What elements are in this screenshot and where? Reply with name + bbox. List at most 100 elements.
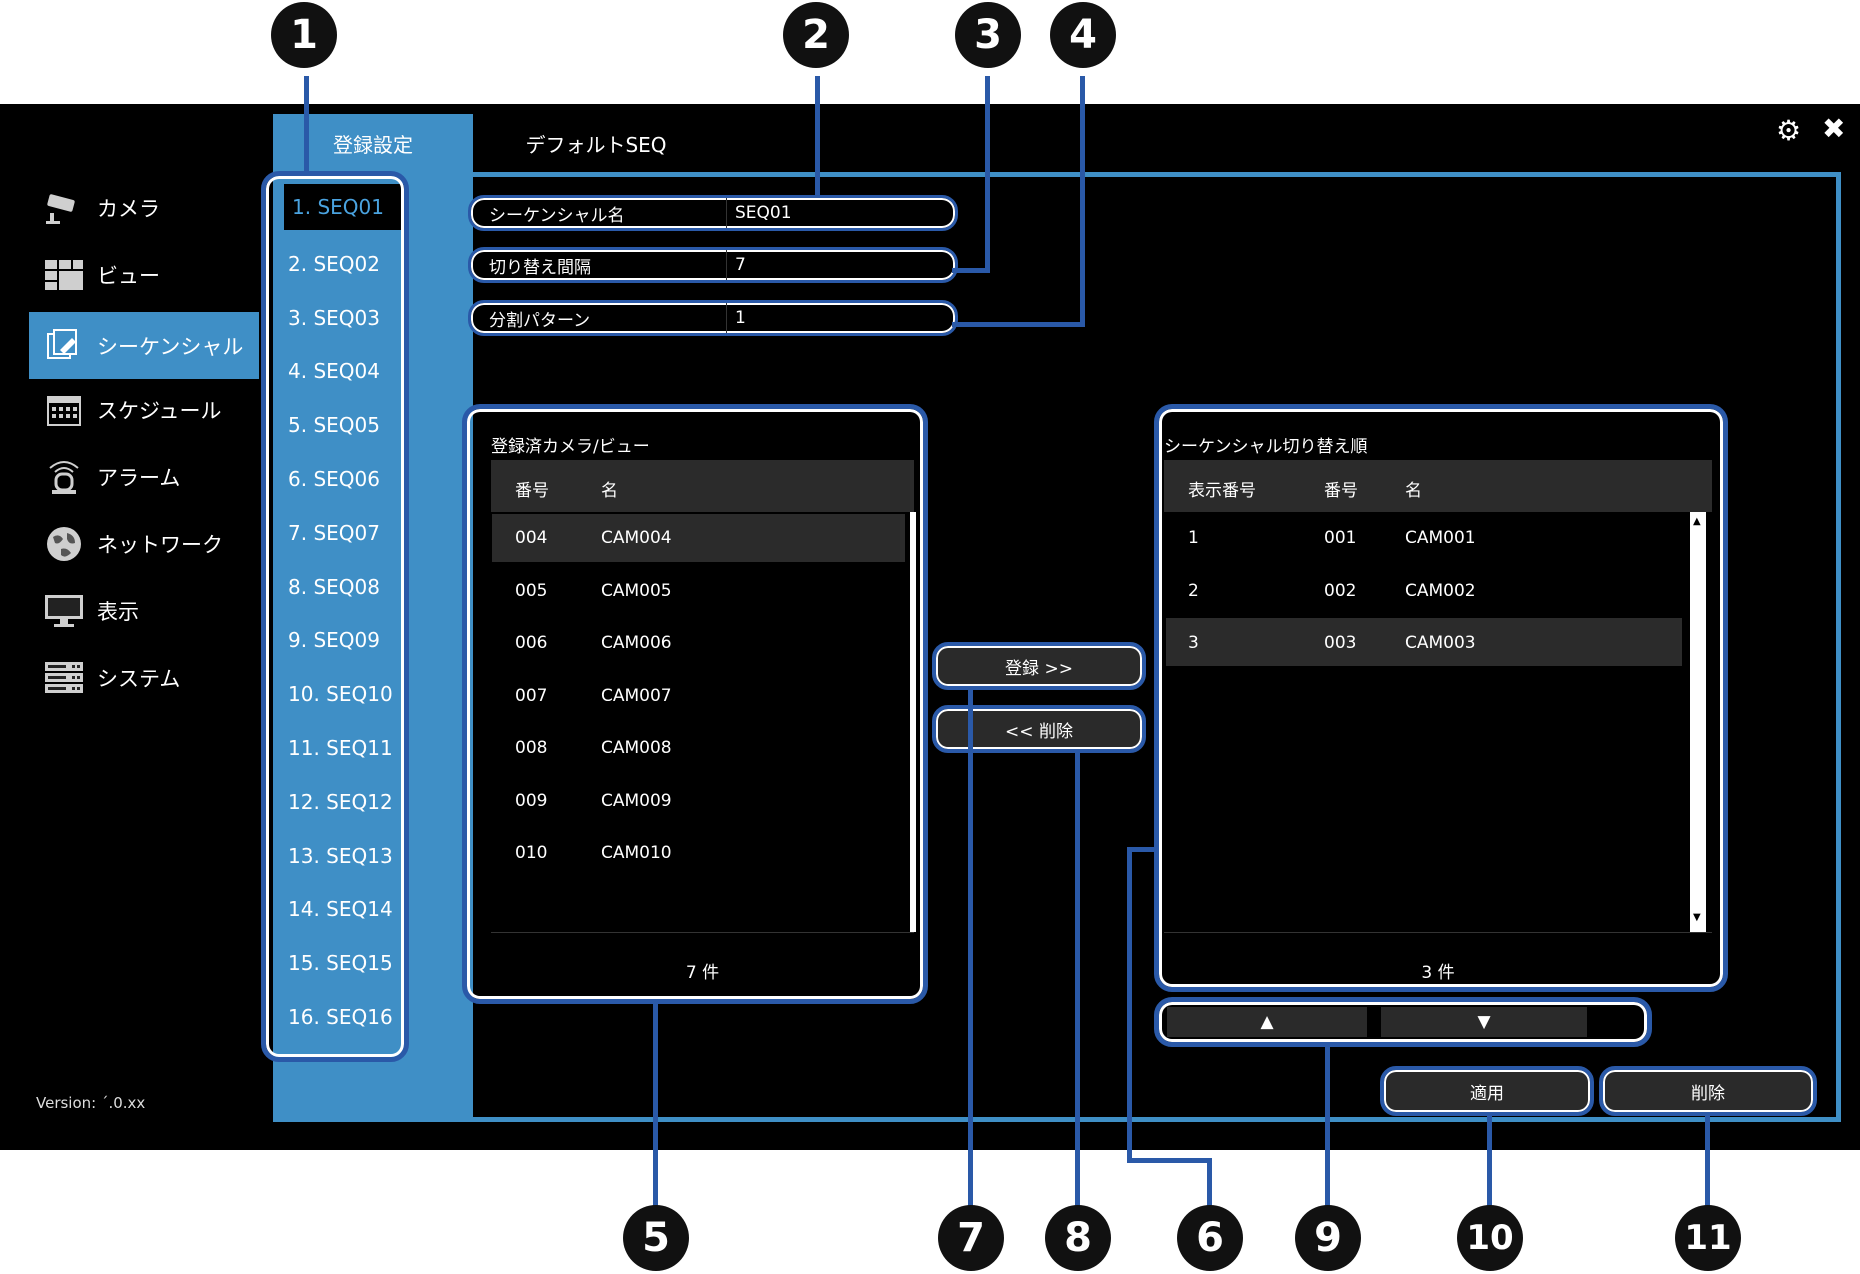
sequence-item-selected[interactable]: 1. SEQ01 [284,184,404,230]
gear-icon[interactable]: ⚙ [1776,114,1802,147]
sidebar-item-display[interactable]: 表示 [29,581,259,641]
camera-icon [43,190,85,226]
sequence-item[interactable]: 12. SEQ12 [288,789,393,814]
sequence-list: 1. SEQ01 [274,174,404,1054]
sidebar-item-system[interactable]: システム [29,648,259,708]
callout-frame-1 [261,171,409,1062]
split-pattern-select[interactable]: 分割パターン 1 [468,300,958,336]
move-buttons-frame [1154,997,1652,1047]
sequence-item[interactable]: 5. SEQ05 [288,413,380,438]
registered-table-header: 番号 名 [491,460,914,512]
sidebar-item-label: カメラ [97,197,160,221]
callout-number-2: 2 [783,2,849,68]
registered-scrollbar[interactable] [910,512,916,932]
callout-number-1: 1 [271,2,337,68]
delete-button[interactable]: 削除 [1599,1066,1817,1116]
cell-display-number: 2 [1188,580,1199,601]
sequence-item[interactable]: 15. SEQ15 [288,951,393,976]
sequence-item[interactable]: 14. SEQ14 [288,897,393,922]
callout-number-3: 3 [955,2,1021,68]
sequence-item[interactable]: 3. SEQ03 [288,305,380,330]
callout-line-6h [1127,847,1157,852]
cell-number: 004 [515,528,548,548]
sequence-name-label: シーケンシャル名 [471,198,727,228]
callout-line-3 [985,76,990,272]
content-frame [473,172,1841,1122]
order-table-header: 表示番号 番号 名 [1164,460,1712,512]
apply-button[interactable]: 適用 [1380,1066,1594,1116]
sidebar-item-network[interactable]: ネットワーク [29,514,259,574]
switch-interval-select[interactable]: 切り替え間隔 7 [468,247,958,283]
sequence-item[interactable]: 13. SEQ13 [288,843,393,868]
cell-display-number: 1 [1188,528,1199,548]
sidebar-item-label: シーケンシャル [97,334,244,359]
sequence-item[interactable]: 9. SEQ09 [288,628,380,653]
header-number: 番号 [1324,481,1358,501]
cell-name: CAM006 [601,633,672,653]
table-row[interactable]: 007 CAM007 [491,672,914,720]
sequence-name-input[interactable]: SEQ01 [735,203,792,223]
sequence-item[interactable]: 4. SEQ04 [288,359,380,384]
callout-number-11: 11 [1675,1205,1741,1271]
cell-name: CAM005 [601,580,672,601]
tab-registration[interactable]: 登録設定 [273,114,473,172]
sidebar-item-alarm[interactable]: アラーム [29,447,259,507]
callout-line-10 [1487,1116,1492,1210]
header-number: 番号 [515,481,549,501]
sequence-item[interactable]: 7. SEQ07 [288,520,380,545]
remove-button[interactable]: << 削除 [932,705,1146,753]
callout-number-9: 9 [1295,1205,1361,1271]
sequence-item[interactable]: 10. SEQ10 [288,682,393,707]
callout-number-6: 6 [1177,1205,1243,1271]
sequence-item[interactable]: 6. SEQ06 [288,467,380,491]
cell-number: 010 [515,843,548,863]
monitor-icon [43,593,85,629]
callout-line-2 [815,76,820,196]
header-display-number: 表示番号 [1188,481,1256,501]
add-button[interactable]: 登録 >> [932,642,1146,690]
cell-number: 003 [1324,633,1357,653]
order-panel-title: シーケンシャル切り替え順 [1164,437,1368,457]
registered-count: 7 件 [685,963,720,983]
cell-number: 001 [1324,528,1357,548]
sidebar-item-sequential[interactable]: シーケンシャル [29,312,259,379]
sequence-item[interactable]: 16. SEQ16 [288,1005,393,1029]
scroll-up-icon[interactable]: ▲ [1693,516,1701,527]
close-icon[interactable]: ✖ [1822,112,1846,145]
divider [491,932,914,933]
sequence-name-field[interactable]: シーケンシャル名 SEQ01 [468,195,958,231]
registered-panel-title: 登録済カメラ/ビュー [491,437,650,457]
order-panel [1154,404,1728,992]
order-count: 3 件 [1421,963,1455,983]
tab-default-seq[interactable]: デフォルトSEQ [525,132,667,157]
move-down-button[interactable]: ▼ [1381,1007,1587,1037]
switch-interval-value[interactable]: 7 [735,255,746,275]
cell-number: 007 [515,685,548,706]
split-pattern-label: 分割パターン [471,303,727,333]
split-pattern-value[interactable]: 1 [735,308,746,328]
move-up-button[interactable]: ▲ [1167,1007,1367,1037]
sequence-item[interactable]: 8. SEQ08 [288,574,380,599]
sidebar-item-schedule[interactable]: スケジュール [29,380,259,440]
scroll-down-icon[interactable]: ▼ [1693,912,1701,923]
callout-line-9 [1325,1047,1330,1210]
table-row[interactable]: 010 CAM010 [491,829,914,877]
sequence-item[interactable]: 11. SEQ11 [288,736,393,760]
order-scrollbar[interactable]: ▲ ▼ [1690,512,1706,932]
sequence-item[interactable]: 2. SEQ02 [288,251,380,276]
sidebar-item-view[interactable]: ビュー [29,245,259,305]
sidebar-item-camera[interactable]: カメラ [29,178,259,238]
cell-name: CAM007 [601,685,672,706]
cell-name: CAM010 [601,843,672,863]
registered-row-selected-bg [492,514,905,562]
system-icon [43,660,85,696]
